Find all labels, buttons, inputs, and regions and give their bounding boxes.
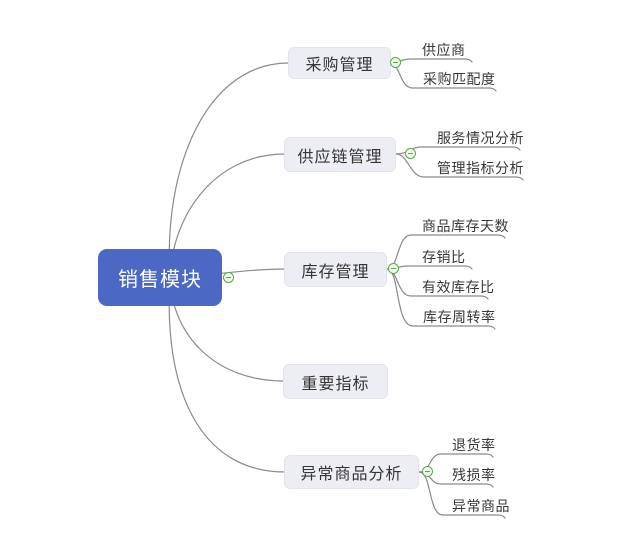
node-leaf-stock-sales-ratio[interactable]: 存销比 <box>422 249 466 265</box>
edge-leaf-mgmt-analysis <box>395 153 524 181</box>
node-leaf-mgmt-analysis[interactable]: 管理指标分析 <box>437 160 524 176</box>
node-leaf-abnormal-goods[interactable]: 异常商品 <box>452 498 510 514</box>
minus-circle-icon-supplychain[interactable] <box>405 148 416 159</box>
edge-leaf-stock-days <box>386 234 506 270</box>
node-branch-inventory[interactable]: 库存管理 <box>284 252 387 287</box>
node-branch-keymetrics-label: 重要指标 <box>301 375 370 393</box>
edge-leaf-supplier <box>388 58 473 64</box>
node-root-label: 销售模块 <box>118 269 202 291</box>
minus-circle-icon-inventory[interactable] <box>388 263 399 274</box>
node-leaf-purchase-match[interactable]: 采购匹配度 <box>423 71 496 87</box>
edge-leaf-stock-sales-ratio <box>386 265 473 270</box>
node-branch-purchase-label: 采购管理 <box>305 57 374 74</box>
node-branch-abnormal-label: 异常商品分析 <box>300 466 403 483</box>
minus-circle-icon-root[interactable] <box>223 272 234 283</box>
edge-leaf-purchase-match <box>388 62 497 92</box>
node-leaf-stock-days[interactable]: 商品库存天数 <box>422 218 509 234</box>
node-leaf-damage-rate[interactable]: 残损率 <box>452 467 496 483</box>
edge-leaf-turnover <box>386 268 496 330</box>
node-branch-inventory-label: 库存管理 <box>301 263 370 281</box>
edge-leaf-effective-stock <box>386 268 489 300</box>
node-leaf-turnover[interactable]: 库存周转率 <box>423 309 496 325</box>
node-branch-abnormal[interactable]: 异常商品分析 <box>284 455 419 489</box>
node-root[interactable]: 销售模块 <box>98 249 222 306</box>
node-leaf-supplier[interactable]: 供应商 <box>422 42 466 58</box>
edge-root-purchase <box>168 62 290 279</box>
node-branch-supplychain-label: 供应链管理 <box>297 148 383 166</box>
node-branch-purchase[interactable]: 采购管理 <box>288 47 391 79</box>
edge-leaf-abnormal-goods <box>418 471 506 519</box>
node-leaf-service-analysis[interactable]: 服务情况分析 <box>437 130 524 146</box>
node-leaf-return-rate[interactable]: 退货率 <box>452 437 496 453</box>
minus-circle-icon-abnormal[interactable] <box>422 466 433 477</box>
node-branch-supplychain[interactable]: 供应链管理 <box>284 137 396 172</box>
node-branch-keymetrics[interactable]: 重要指标 <box>283 364 388 399</box>
minus-circle-icon-purchase[interactable] <box>390 57 401 68</box>
node-leaf-effective-stock[interactable]: 有效库存比 <box>422 279 495 295</box>
edge-root-abnormal <box>168 277 286 473</box>
